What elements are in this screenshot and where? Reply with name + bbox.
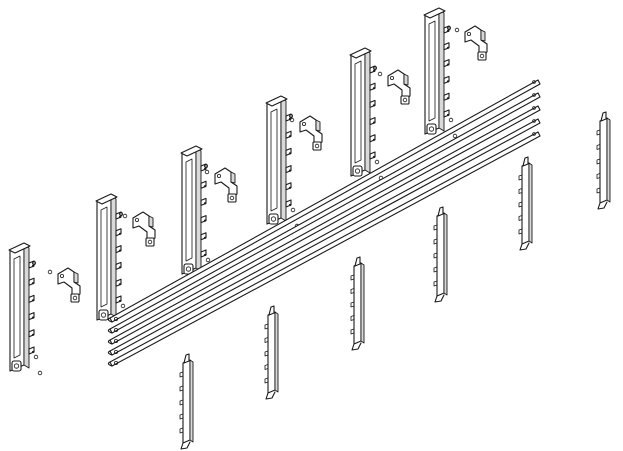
front-terminal-strip (433, 206, 448, 303)
busbar (107, 131, 541, 367)
upright-support (349, 47, 384, 181)
busbar (107, 92, 541, 334)
side-clamp (289, 115, 323, 151)
upright-support (180, 145, 215, 279)
side-clamp (204, 167, 238, 203)
upright-support (265, 95, 300, 229)
front-terminal-strip (179, 353, 194, 450)
end-terminal-strip (596, 111, 611, 210)
side-clamp (47, 267, 81, 303)
front-terminal-strip (350, 256, 365, 351)
side-clamp (122, 211, 156, 247)
upright-supports-group (8, 7, 458, 376)
busbar (107, 118, 541, 356)
terminal-strips-group (179, 111, 611, 450)
side-clamp (377, 69, 411, 105)
front-terminal-strip (518, 156, 533, 251)
busbar (107, 79, 541, 323)
side-clamp (454, 25, 488, 61)
upright-support (423, 7, 458, 139)
front-terminal-strip (264, 305, 279, 400)
upright-support (8, 242, 43, 376)
busbar (107, 105, 541, 345)
upright-support (95, 193, 130, 325)
busbars-group (107, 79, 541, 367)
side-clamps-group (47, 25, 488, 303)
